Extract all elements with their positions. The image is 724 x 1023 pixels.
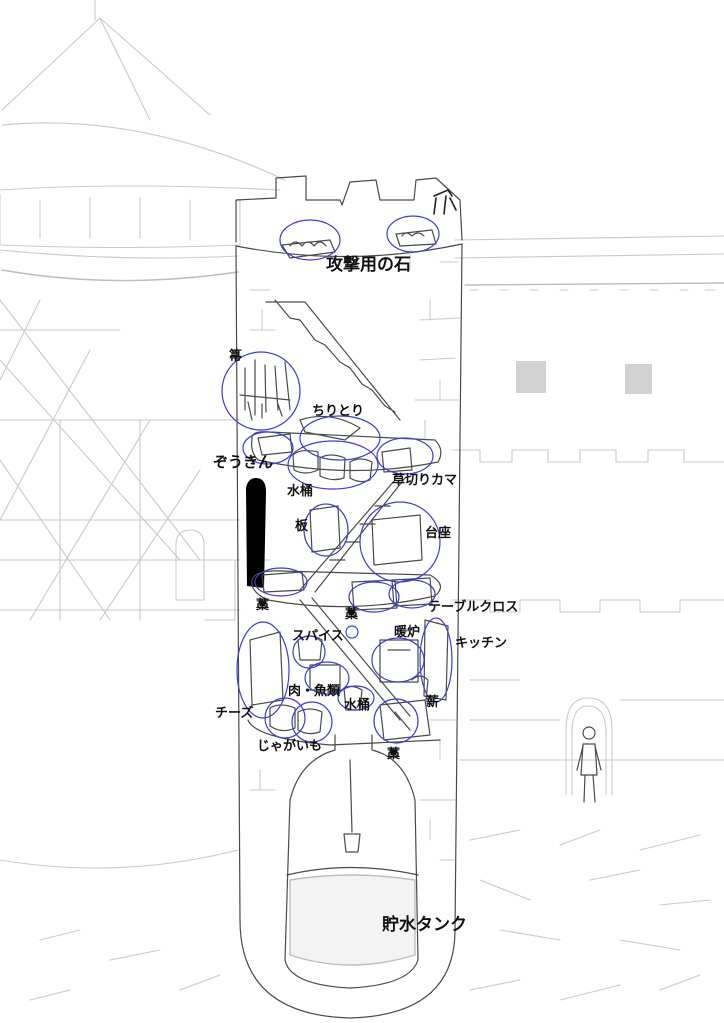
cutaway-tower — [235, 175, 463, 1019]
castle-window — [516, 361, 546, 393]
label-firewood: 薪 — [426, 694, 439, 710]
label-dustpan: ちりとり — [312, 404, 364, 419]
label-board: 板 — [295, 518, 309, 534]
label-potatoes: じゃがいも — [257, 738, 322, 754]
castle-wall-sketch — [451, 235, 724, 803]
label-sickle: 草切りカマ — [392, 472, 457, 488]
label-spices: スパイス — [292, 629, 344, 644]
label-stones: 攻撃用の石 — [326, 254, 411, 275]
label-straw-center: 藁 — [344, 606, 359, 622]
highlight-circles — [221, 215, 453, 744]
tower-doorway — [246, 478, 266, 588]
label-meat-fish: 肉・魚類 — [288, 683, 341, 699]
label-straw-bottom: 藁 — [386, 746, 401, 762]
label-tablecloth: テーブルクロス — [428, 599, 518, 615]
label-water-tank: 貯水タンク — [382, 914, 467, 935]
labels: 攻撃用の石 箒 ちりとり ぞうきん 水桶 草切りカマ 板 台座 藁 藁 テーブル… — [213, 254, 518, 935]
label-straw-left: 藁 — [255, 597, 270, 613]
label-kitchen: キッチン — [455, 636, 507, 651]
left-tower-sketch — [0, 0, 286, 869]
label-rag: ぞうきん — [213, 453, 273, 471]
ground-sketch — [29, 829, 711, 1001]
label-fireplace: 暖炉 — [394, 624, 420, 640]
label-bucket-upper: 水桶 — [287, 483, 313, 499]
person-figure — [576, 726, 602, 803]
label-pedestal: 台座 — [425, 525, 451, 541]
label-broom: 箒 — [229, 348, 242, 364]
castle-window — [625, 364, 652, 394]
label-cheese: チーズ — [215, 705, 253, 721]
label-bucket-lower: 水桶 — [344, 697, 370, 713]
